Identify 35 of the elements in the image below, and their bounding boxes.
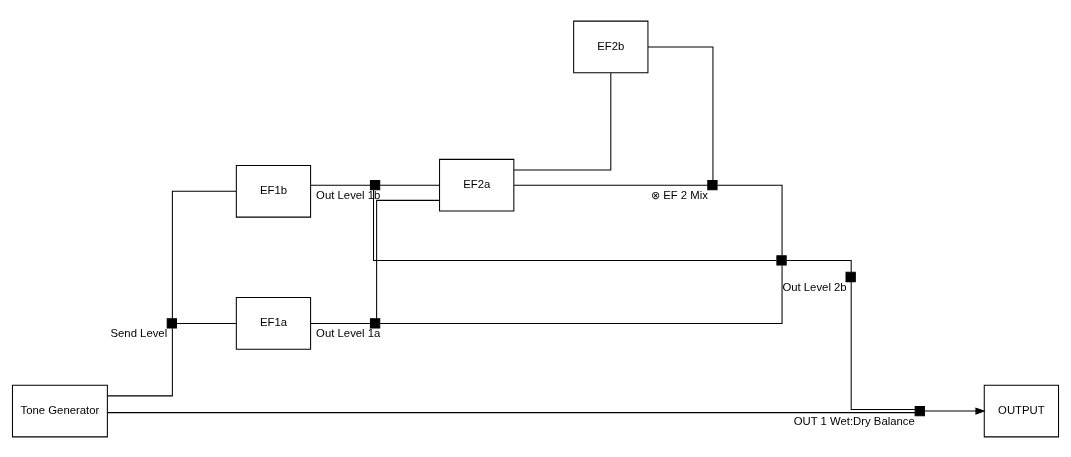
node-box	[369, 317, 381, 329]
node-box: EF1b	[235, 164, 312, 218]
connector	[107, 411, 916, 413]
connector	[310, 184, 371, 186]
node-label: OUT 1 Wet:Dry Balance	[793, 414, 915, 427]
connector	[513, 72, 612, 170]
connector	[513, 184, 709, 186]
node-label: Out Level 2b	[782, 280, 847, 293]
connector	[379, 184, 440, 186]
node-box	[707, 179, 718, 190]
connector	[171, 190, 237, 319]
node-box: EF2a	[439, 158, 515, 211]
node-box: EF1a	[235, 296, 312, 350]
connector	[310, 322, 371, 324]
connector	[376, 199, 440, 319]
node-label: Out Level 1a	[316, 326, 381, 339]
connector	[850, 280, 916, 410]
node-box	[914, 405, 925, 416]
node-label: ⊗ EF 2 Mix	[650, 188, 708, 201]
node-box	[845, 271, 856, 282]
arrow	[924, 406, 986, 415]
connector	[786, 259, 852, 273]
node-label: Send Level	[110, 326, 168, 339]
node-box	[166, 317, 177, 329]
node-box: EF2b	[573, 20, 649, 73]
node-box	[369, 179, 381, 190]
connector	[716, 184, 783, 256]
connector	[373, 189, 778, 261]
node-box: OUTPUT	[983, 384, 1060, 437]
connector	[176, 322, 237, 324]
node-box	[776, 254, 787, 266]
connector	[107, 327, 173, 396]
connector	[379, 264, 783, 324]
connector	[647, 45, 714, 181]
node-box: Tone Generator	[11, 384, 108, 437]
